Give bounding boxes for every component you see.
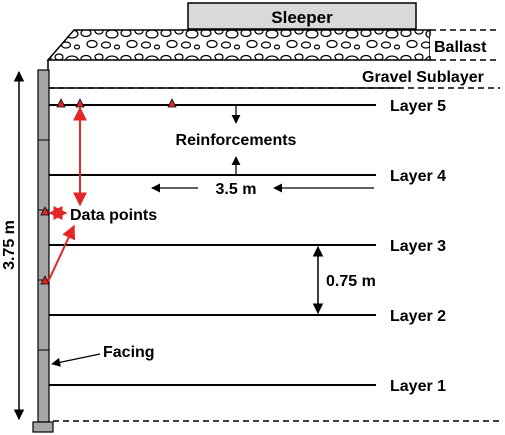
sleeper-box [187,2,417,30]
sleeper-label: Sleeper [271,8,333,27]
layer-1-label: Layer 1 [390,378,446,395]
sleeper: Sleeper [187,2,417,30]
facing-column [37,69,50,423]
layer-4-label: Layer 4 [390,168,446,185]
layer-5-label: Layer 5 [390,98,446,115]
height-dimension: 3.75 m [1,70,25,421]
ballast-label: Ballast [434,39,487,56]
facing-annotation: Facing [51,344,155,367]
facing-label: Facing [103,344,155,361]
layer-2-label: Layer 2 [390,308,446,325]
gravel-label: Gravel Sublayer [362,69,484,86]
ballast: Ballast [46,29,502,61]
data-point-marker [40,275,50,285]
ballast-label-bg [430,36,502,56]
facing-footing [32,421,54,433]
data-point-marker [167,98,177,108]
data-points-label: Data points [70,207,157,224]
data-point-marker [56,98,66,108]
data-points: Data points [40,98,177,285]
width-label: 3.5 m [216,181,257,198]
reinforcements-annotation: Reinforcements [176,106,297,174]
data-point-arrow-diagonal [47,224,76,283]
spacing-label: 0.75 m [326,273,376,290]
facing-arrow [51,353,101,367]
layer-3-label: Layer 3 [390,238,446,255]
data-point-marker [75,98,85,108]
facing-wall [32,69,54,433]
spacing-dimension: 0.75 m [312,245,376,315]
width-dimension: 3.5 m [151,181,374,198]
reinforcement-layers: Layer 5 Layer 4 Layer 3 Layer 2 Layer 1 [49,98,446,395]
ballast-fill [46,29,431,61]
data-point-marker [40,206,50,216]
gravel-sublayer: Gravel Sublayer [47,60,500,89]
height-label: 3.75 m [1,220,18,270]
reinforcements-label: Reinforcements [176,132,297,149]
